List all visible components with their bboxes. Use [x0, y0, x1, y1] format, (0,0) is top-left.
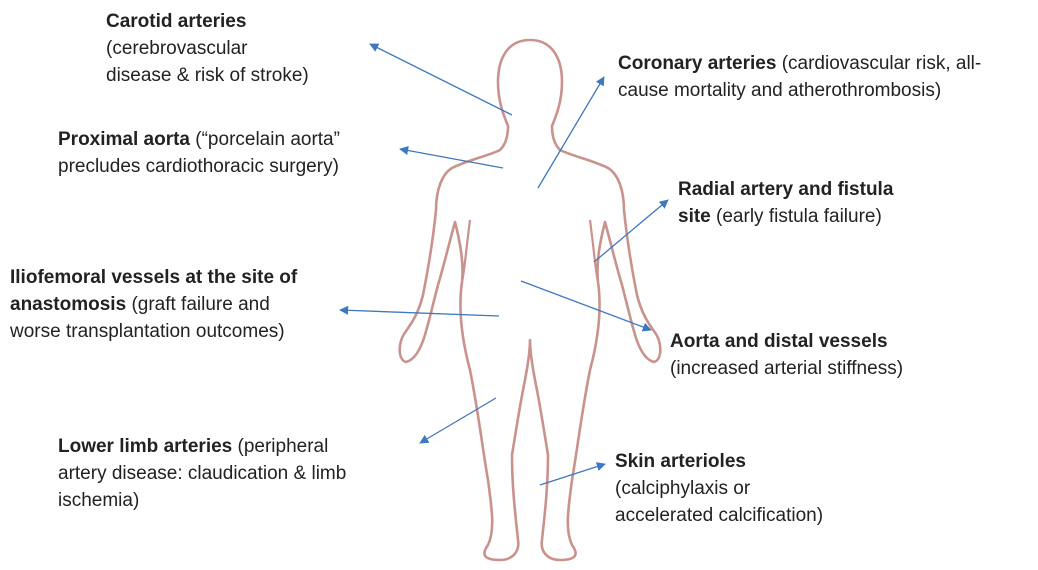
coronary-desc-2: cause mortality and atherothrombosis)	[618, 80, 941, 101]
carotid-desc-2: disease & risk of stroke)	[106, 65, 309, 86]
label-proximal-aorta: Proximal aorta (“porcelain aorta” preclu…	[58, 126, 403, 180]
radial-title-1: Radial artery and fistula	[678, 179, 893, 200]
coronary-title: Coronary arteries	[618, 53, 776, 74]
aorta-distal-title: Aorta and distal vessels	[670, 331, 888, 352]
aorta-distal-desc: (increased arterial stiffness)	[670, 358, 903, 379]
aorta-distal-arrow	[521, 281, 651, 330]
carotid-title: Carotid arteries	[106, 11, 246, 32]
right-arm-inner-line	[590, 220, 598, 282]
label-coronary-arteries: Coronary arteries (cardiovascular risk, …	[618, 50, 1038, 104]
lower-limb-desc-1: (peripheral	[238, 436, 329, 457]
coronary-desc-1: (cardiovascular risk, all-	[782, 53, 982, 74]
label-skin-arterioles: Skin arterioles (calciphylaxis or accele…	[615, 448, 875, 529]
iliofemoral-title-1: Iliofemoral vessels at the site of	[10, 267, 297, 288]
iliofemoral-title-2: anastomosis	[10, 294, 126, 315]
skin-title: Skin arterioles	[615, 451, 746, 472]
lower-limb-title: Lower limb arteries	[58, 436, 232, 457]
left-arm-inner-line	[462, 220, 470, 282]
proximal-aorta-arrow	[400, 149, 503, 168]
lower-limb-desc-3: ischemia)	[58, 490, 139, 511]
iliofemoral-desc-2: worse transplantation outcomes)	[10, 321, 285, 342]
label-carotid-arteries: Carotid arteries (cerebrovascular diseas…	[106, 8, 366, 89]
label-iliofemoral-vessels: Iliofemoral vessels at the site of anast…	[10, 264, 350, 345]
proximal-desc-1: (“porcelain aorta”	[195, 129, 340, 150]
skin-desc-1: (calciphylaxis or	[615, 478, 750, 499]
label-lower-limb-arteries: Lower limb arteries (peripheral artery d…	[58, 433, 388, 514]
skin-desc-2: accelerated calcification)	[615, 505, 823, 526]
radial-title-2: site	[678, 206, 711, 227]
radial-desc: (early fistula failure)	[716, 206, 882, 227]
label-radial-artery: Radial artery and fistula site (early fi…	[678, 176, 968, 230]
carotid-desc-1: (cerebrovascular	[106, 38, 248, 59]
lower-limb-desc-2: artery disease: claudication & limb	[58, 463, 346, 484]
lower-limb-arrow	[420, 398, 496, 443]
iliofemoral-arrow	[340, 310, 499, 316]
carotid-arrow	[370, 44, 512, 115]
proximal-title: Proximal aorta	[58, 129, 190, 150]
proximal-desc-2: precludes cardiothoracic surgery)	[58, 156, 339, 177]
iliofemoral-desc-1: (graft failure and	[131, 294, 269, 315]
label-aorta-distal-vessels: Aorta and distal vessels (increased arte…	[670, 328, 970, 382]
coronary-arrow	[538, 77, 604, 188]
radial-artery-arrow	[594, 200, 668, 262]
